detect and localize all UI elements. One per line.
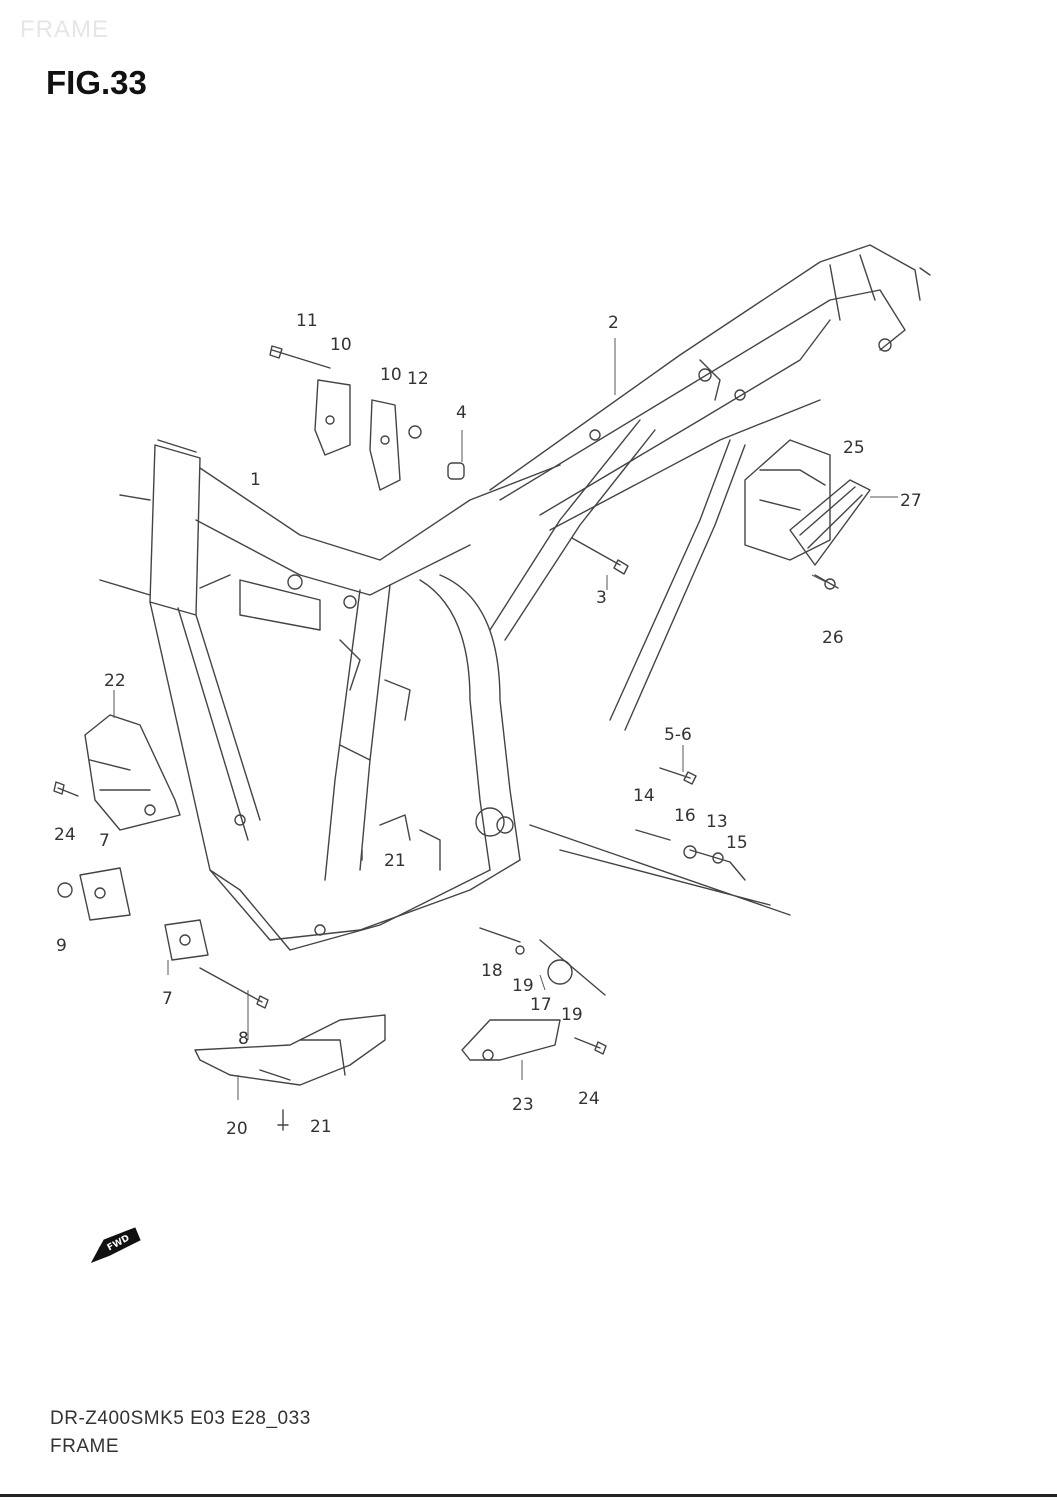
callout-5-6: 5-6 <box>664 725 692 745</box>
leader-lines <box>113 338 684 1100</box>
hardware-drawing <box>53 345 839 1131</box>
callout-12: 12 <box>407 369 429 389</box>
callout-1: 1 <box>250 470 261 490</box>
rear-subframe-drawing <box>489 244 931 731</box>
diagram-code: DR-Z400SMK5 E03 E28_033 <box>50 1408 311 1429</box>
callout-10-right: 10 <box>380 365 402 385</box>
callout-22: 22 <box>104 671 126 691</box>
callout-21-middle: 21 <box>384 851 406 871</box>
section-watermark: FRAME <box>20 16 109 43</box>
callout-7-upper: 7 <box>99 831 110 851</box>
callout-3: 3 <box>596 588 607 608</box>
callout-19-right: 19 <box>561 1005 583 1025</box>
callout-14: 14 <box>633 786 655 806</box>
callout-8: 8 <box>238 1029 249 1049</box>
callout-26: 26 <box>822 628 844 648</box>
callout-25: 25 <box>843 438 865 458</box>
callout-24-left: 24 <box>54 825 76 845</box>
callout-4: 4 <box>456 403 467 423</box>
section-name: FRAME <box>50 1436 119 1457</box>
callout-2: 2 <box>608 313 619 333</box>
callout-17: 17 <box>530 995 552 1015</box>
callout-13: 13 <box>706 812 728 832</box>
callout-10-left: 10 <box>330 335 352 355</box>
callout-9: 9 <box>56 936 67 956</box>
figure-title: FIG.33 <box>46 64 147 101</box>
callout-16: 16 <box>674 806 696 826</box>
callout-24-right: 24 <box>578 1089 600 1109</box>
callout-7-lower: 7 <box>162 989 173 1009</box>
callout-19-left: 19 <box>512 976 534 996</box>
callout-20: 20 <box>226 1119 248 1139</box>
rear-box-drawing <box>744 439 898 590</box>
callout-27: 27 <box>900 491 922 511</box>
callout-18: 18 <box>481 961 503 981</box>
callout-15: 15 <box>726 833 748 853</box>
callout-11: 11 <box>296 311 318 331</box>
fwd-arrow-icon: FWD <box>90 1227 141 1263</box>
callouts: 1 2 3 4 5-6 7 7 8 9 10 10 11 12 13 14 15… <box>54 311 922 1139</box>
main-frame-drawing <box>99 439 561 951</box>
callout-23: 23 <box>512 1095 534 1115</box>
callout-21-bottom: 21 <box>310 1117 332 1137</box>
bottom-rule <box>0 1494 1057 1497</box>
